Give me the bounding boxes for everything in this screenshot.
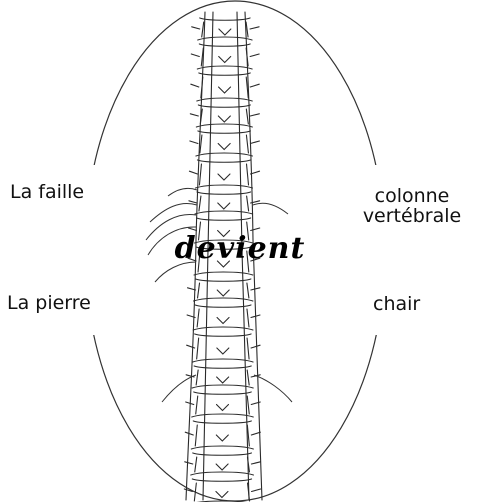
vertebra-process xyxy=(190,141,260,144)
label-colonne-vertebrale: colonne vertébrale xyxy=(356,186,468,226)
vertebra-process xyxy=(192,27,259,29)
vertebra xyxy=(197,44,252,69)
label-la-pierre: La pierre xyxy=(7,292,91,314)
vertebra xyxy=(196,105,252,127)
vertebra xyxy=(194,279,253,301)
vertebra xyxy=(197,73,252,101)
vertebra-process xyxy=(191,54,259,57)
vertebra xyxy=(190,479,253,502)
vertebra-process xyxy=(189,171,259,174)
label-la-faille: La faille xyxy=(10,181,84,203)
vertebra xyxy=(191,453,254,475)
vertebra xyxy=(192,366,253,388)
vertebra xyxy=(191,421,253,449)
vertebra xyxy=(198,18,252,40)
vertebra xyxy=(192,392,254,417)
label-colonne-line2: vertébrale xyxy=(356,206,468,226)
vertebra xyxy=(195,160,252,188)
vertebra-process xyxy=(191,84,259,87)
vertebra xyxy=(195,192,253,214)
label-chair: chair xyxy=(373,293,420,315)
label-colonne-line1: colonne xyxy=(356,186,468,206)
center-word-devient: devient xyxy=(160,231,320,266)
vertebra xyxy=(196,131,253,156)
